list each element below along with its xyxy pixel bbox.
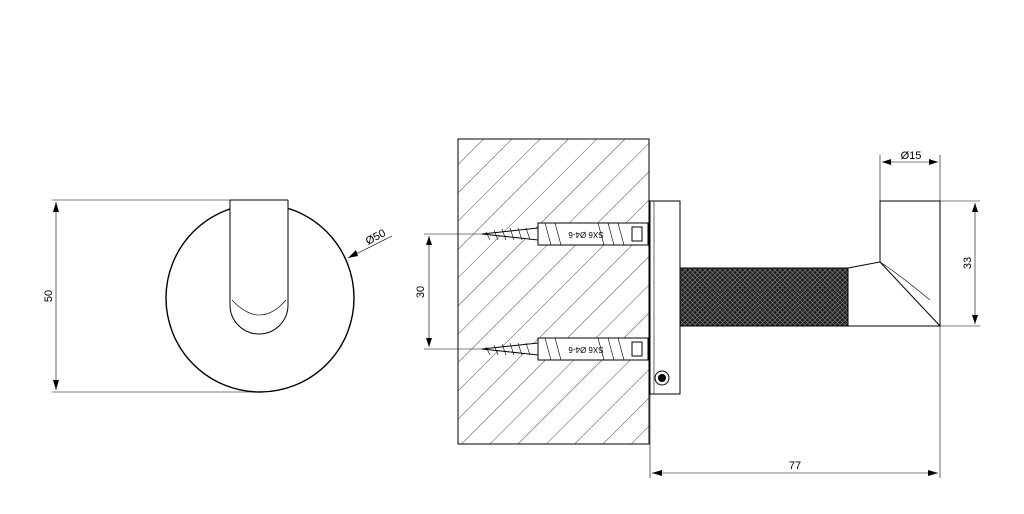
- hook-diam-arrow-right: [929, 159, 938, 165]
- hook-end-curve: [879, 261, 931, 301]
- anchor-spacing-label: 30: [415, 286, 427, 298]
- set-screw-head: [658, 374, 666, 382]
- section-view: SX6 Ø4-6 SX6 Ø4-6 30 77: [415, 138, 980, 478]
- hook-height-label: 33: [962, 257, 974, 269]
- set-screw-icon: [654, 370, 670, 386]
- front-height-label: 50: [43, 290, 55, 302]
- projection-dim-arrow-left: [652, 470, 662, 476]
- front-view: 50 Ø50: [43, 199, 393, 393]
- hook-body: [229, 200, 289, 335]
- projection-label: 77: [789, 460, 801, 472]
- anchor-dim-arrow-top: [426, 236, 432, 245]
- hook-diameter-label: Ø15: [901, 150, 922, 162]
- hook-height-arrow-top: [972, 203, 978, 212]
- base-plate: [649, 200, 681, 395]
- diameter-leader-arrow: [348, 250, 358, 258]
- anchor-top-marking: SX6 Ø4-6: [568, 230, 604, 239]
- anchor-dim-arrow-bottom: [426, 338, 432, 347]
- anchor-bottom-marking: SX6 Ø4-6: [568, 345, 604, 354]
- front-dim-arrow-bottom: [53, 380, 59, 390]
- hook-diam-arrow-left: [882, 159, 891, 165]
- hook-end-bevel: [879, 261, 941, 327]
- wall-anchor-top: [481, 222, 649, 246]
- front-diameter-label: Ø50: [364, 227, 388, 247]
- wall-anchor-bottom: [481, 337, 649, 361]
- projection-dim-arrow-right: [928, 470, 938, 476]
- hook-height-arrow-bottom: [972, 315, 978, 324]
- hook-end: [847, 200, 941, 327]
- front-dim-arrow-top: [53, 202, 59, 212]
- wall-section: [457, 138, 650, 445]
- hook-inner-curve: [231, 299, 287, 316]
- knurled-arm: [679, 267, 849, 327]
